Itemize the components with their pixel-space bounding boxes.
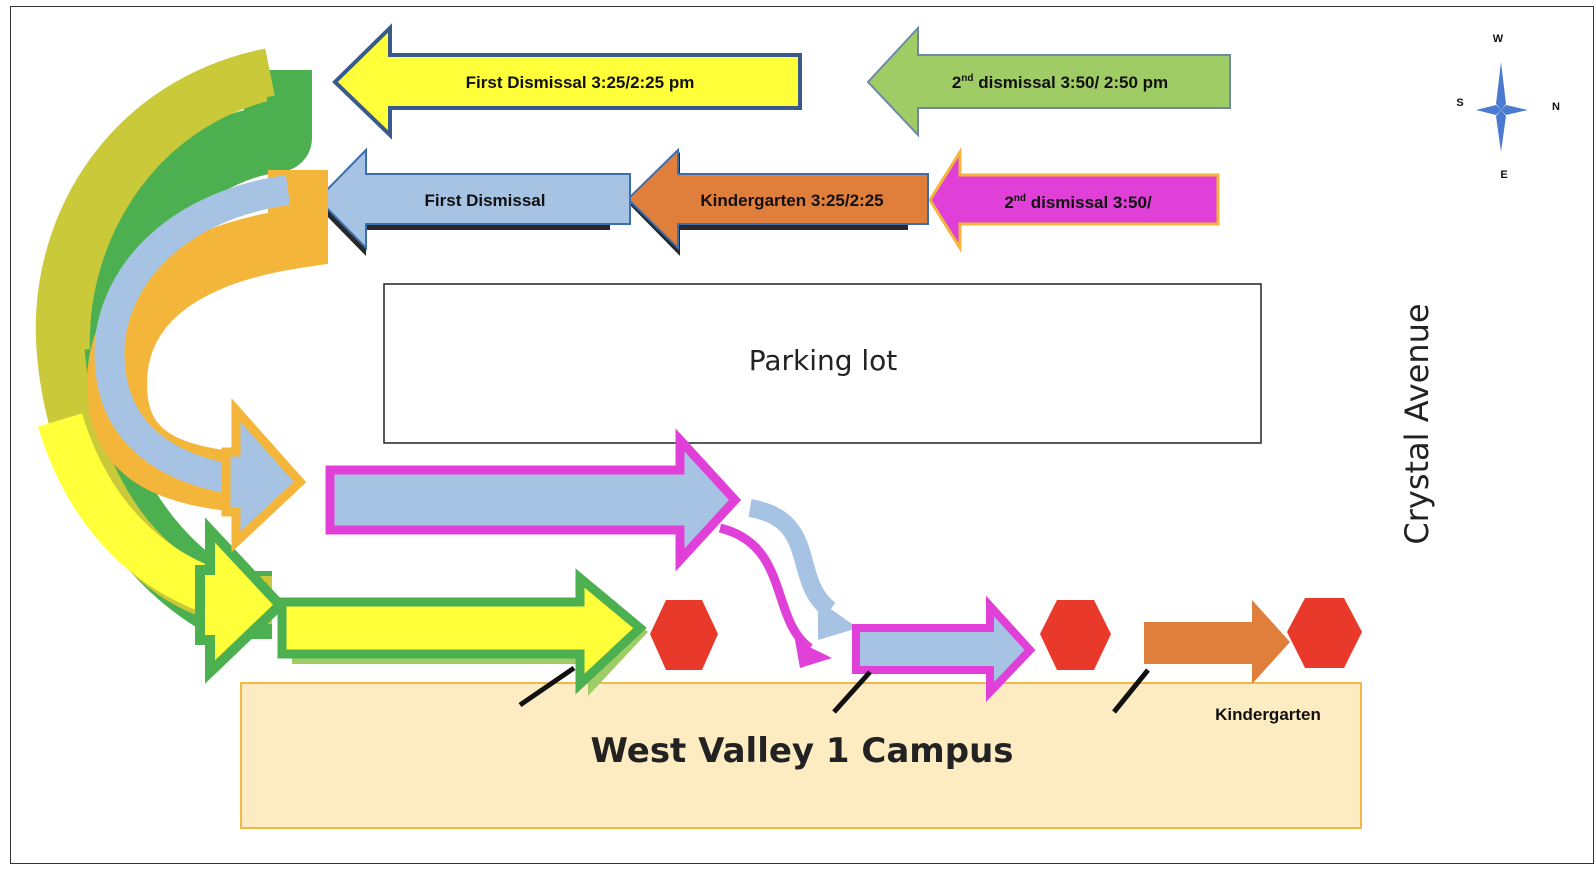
compass-icon	[1476, 62, 1528, 152]
stop-sign-2	[1040, 600, 1111, 670]
campus-label: West Valley 1 Campus	[590, 731, 1013, 771]
stop-sign-3	[1287, 598, 1362, 668]
magenta-lane-arrow	[325, 428, 742, 572]
compass-n: N	[1552, 101, 1560, 113]
parking-lot	[383, 283, 1262, 444]
second-dismissal-top-arrow: 2nd dismissal 3:50/ 2:50 pm	[866, 25, 1231, 138]
pickup-marker-3	[1112, 668, 1150, 714]
kindergarten-mid-label: Kindergarten 3:25/2:25	[700, 191, 883, 210]
first-dismissal-top-label: First Dismissal 3:25/2:25 pm	[466, 73, 695, 92]
magenta-curve-arrow	[718, 523, 832, 668]
second-dismissal-mid-arrow: 2nd dismissal 3:50/	[928, 146, 1220, 254]
compass-w: W	[1493, 33, 1504, 45]
pickup-marker-1	[518, 665, 576, 708]
kindergarten-mid-arrow: Kindergarten 3:25/2:25	[626, 147, 929, 256]
compass-s: S	[1456, 97, 1463, 109]
first-dismissal-mid-arrow: First Dismissal	[316, 147, 631, 256]
blue-curve-arrow	[748, 499, 858, 640]
orange-uturn-arrow	[87, 170, 328, 553]
compass-e: E	[1500, 169, 1507, 181]
campus-building	[240, 682, 1362, 829]
purple-lane-arrow	[852, 595, 1036, 702]
kindergarten-label: Kindergarten	[1215, 705, 1321, 724]
pickup-marker-2	[832, 670, 872, 714]
stop-sign-1	[650, 600, 718, 670]
kindergarten-lane-arrow	[1144, 600, 1290, 684]
diagram-frame	[10, 6, 1594, 864]
first-dismissal-top-arrow: First Dismissal 3:25/2:25 pm	[332, 23, 802, 140]
parking-lot-label: Parking lot	[749, 344, 898, 377]
yellow-lane-arrow	[277, 568, 648, 696]
second-dismissal-mid-label: 2nd dismissal 3:50/	[1004, 193, 1152, 212]
second-dismissal-top-label: 2nd dismissal 3:50/ 2:50 pm	[952, 73, 1168, 92]
street-label: Crystal Avenue	[1398, 303, 1436, 544]
first-dismissal-mid-label: First Dismissal	[425, 191, 546, 210]
